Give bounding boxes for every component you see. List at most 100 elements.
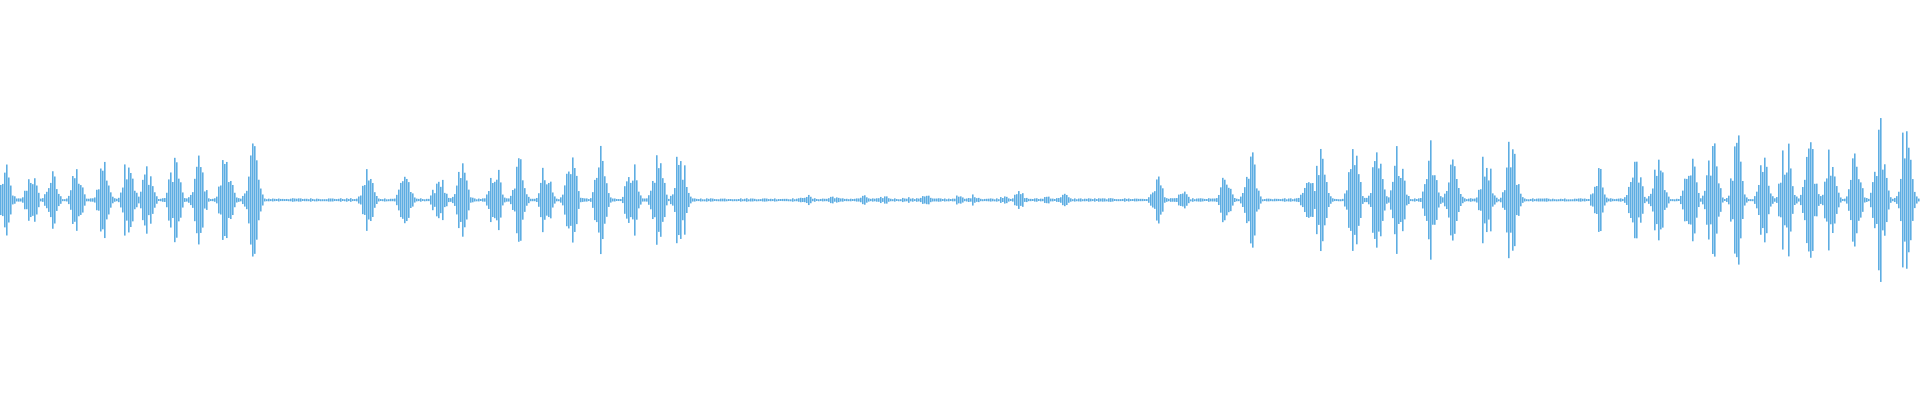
waveform-bar — [1000, 197, 1002, 203]
waveform-bar — [566, 173, 568, 227]
waveform-bar — [1014, 194, 1016, 206]
waveform-bar — [1136, 198, 1138, 202]
waveform-bar — [1782, 150, 1784, 250]
waveform-bar — [702, 199, 704, 202]
waveform-bar — [214, 198, 216, 202]
waveform-bar — [762, 198, 764, 202]
waveform-bar — [972, 194, 974, 206]
waveform-bar — [54, 176, 56, 224]
waveform-bar — [760, 199, 762, 202]
waveform-bar — [1686, 178, 1688, 222]
waveform-bar — [710, 198, 712, 202]
waveform-bar — [220, 185, 222, 215]
waveform-bar — [1424, 184, 1426, 216]
waveform-bar — [884, 196, 886, 204]
waveform-bar — [326, 199, 328, 202]
waveform-bar — [290, 198, 292, 202]
waveform-bar — [622, 196, 624, 204]
waveform-bar — [1516, 184, 1518, 216]
waveform-bar — [1670, 199, 1672, 202]
waveform-bar — [1392, 181, 1394, 219]
waveform-bar — [1740, 161, 1742, 239]
waveform-bar — [1606, 197, 1608, 203]
waveform-bar — [604, 176, 606, 224]
waveform-bar — [1818, 194, 1820, 206]
waveform-bar — [430, 195, 432, 205]
waveform-bar — [252, 143, 254, 257]
waveform-bar — [1406, 194, 1408, 206]
waveform-bar — [1632, 177, 1634, 223]
waveform-bar — [574, 168, 576, 232]
waveform-bar — [1358, 174, 1360, 226]
waveform-bar — [1490, 168, 1492, 232]
waveform-bar — [1472, 198, 1474, 202]
waveform-bar — [1110, 198, 1112, 202]
waveform-bar — [516, 166, 518, 234]
waveform-bar — [366, 169, 368, 231]
waveform-bar — [138, 196, 140, 204]
waveform-bar — [764, 198, 766, 202]
waveform-bar — [656, 155, 658, 245]
waveform-bar — [544, 180, 546, 220]
waveform-bar — [1696, 182, 1698, 218]
waveform-bar — [1786, 172, 1788, 228]
waveform-bar — [1454, 166, 1456, 234]
waveform-bar — [372, 183, 374, 217]
waveform-bar — [1804, 179, 1806, 221]
waveform-bar — [1576, 198, 1578, 202]
waveform-bar — [102, 170, 104, 230]
waveform-bar — [120, 192, 122, 208]
waveform-bar — [1440, 196, 1442, 204]
waveform-bar — [196, 166, 198, 234]
waveform-bar — [140, 191, 142, 209]
waveform-bar — [700, 198, 702, 202]
waveform-bar — [1672, 199, 1674, 202]
waveform-bar — [1796, 196, 1798, 204]
waveform-bar — [376, 196, 378, 204]
waveform-bar — [934, 198, 936, 202]
waveform-bar — [1044, 197, 1046, 203]
waveform-bar — [772, 199, 774, 202]
waveform-bar — [720, 198, 722, 202]
waveform-bar — [634, 164, 636, 236]
waveform-bar — [1350, 169, 1352, 231]
waveform-bar — [530, 198, 532, 202]
waveform-bar — [1780, 182, 1782, 218]
waveform-bar — [1724, 198, 1726, 202]
waveform-bar — [882, 198, 884, 202]
waveform-bar — [1762, 171, 1764, 229]
waveform-bar — [198, 155, 200, 245]
waveform-bar — [1524, 198, 1526, 202]
waveform-bar — [1054, 198, 1056, 202]
waveform-bar — [1630, 182, 1632, 218]
waveform-bar — [1814, 183, 1816, 217]
waveform-bar — [1120, 199, 1122, 202]
waveform-bar — [352, 199, 354, 202]
waveform-bar — [1246, 176, 1248, 224]
waveform-bar — [256, 160, 258, 240]
waveform-bar — [1748, 199, 1750, 202]
waveform-bar — [1336, 199, 1338, 202]
waveform-bar — [1296, 198, 1298, 202]
waveform-bar — [170, 172, 172, 228]
waveform-bar — [1174, 198, 1176, 202]
waveform-bar — [1116, 199, 1118, 202]
waveform-bar — [1704, 190, 1706, 210]
waveform-bar — [370, 178, 372, 222]
waveform-bar — [346, 198, 348, 202]
waveform-bar — [766, 198, 768, 202]
waveform-bar — [36, 185, 38, 215]
waveform-bar — [182, 192, 184, 208]
waveform-bar — [1638, 182, 1640, 218]
waveform-bar — [1378, 168, 1380, 232]
waveform-bar — [1654, 169, 1656, 231]
waveform-bar — [258, 179, 260, 221]
waveform-bar — [1390, 190, 1392, 210]
waveform-bar — [1594, 186, 1596, 214]
waveform-bar — [1850, 179, 1852, 221]
waveform-bar — [708, 198, 710, 202]
waveform-bar — [1354, 165, 1356, 235]
waveform-bar — [1770, 193, 1772, 207]
